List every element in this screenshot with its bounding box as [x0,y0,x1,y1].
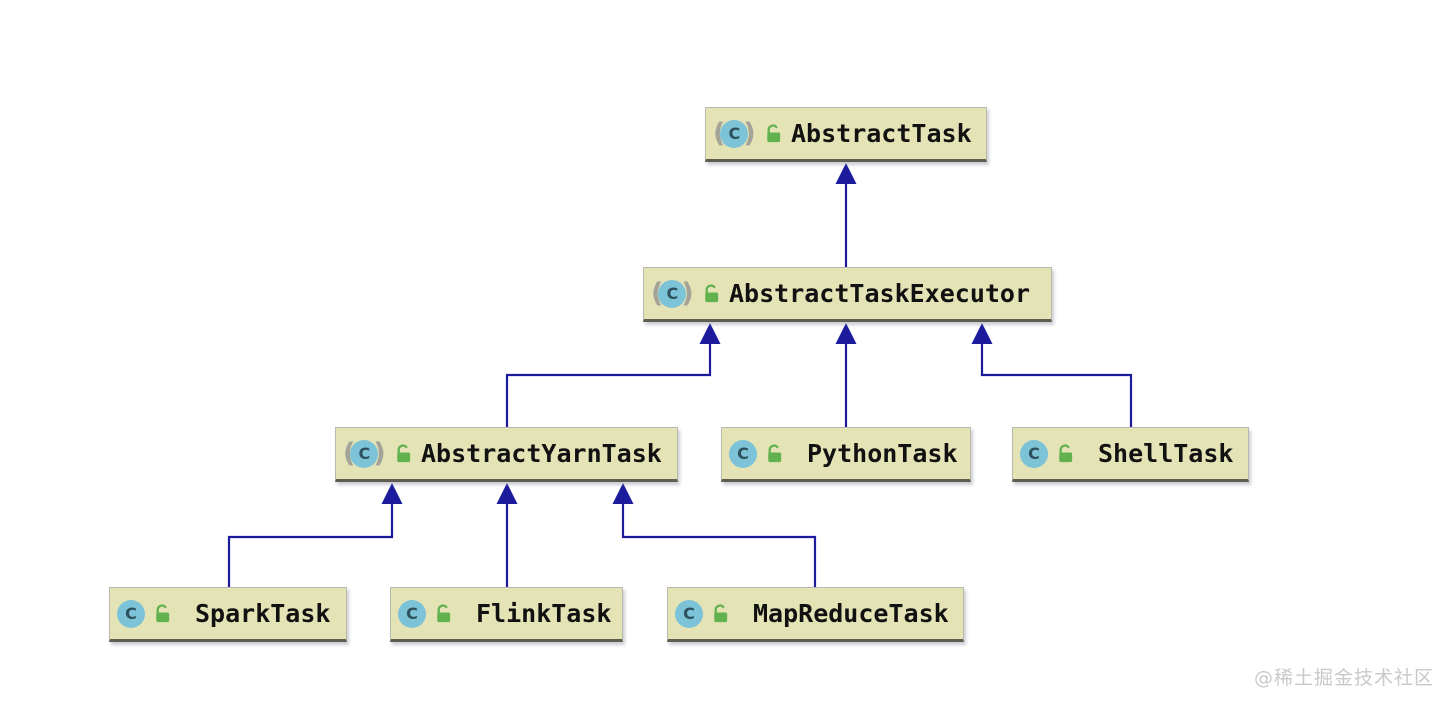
inheritance-edge-ShellTask-to-AbstractTaskExecutor [971,323,1133,427]
class-node-FlinkTask[interactable]: C FlinkTask [390,587,623,642]
class-icon-group: ( C ) [713,118,784,149]
inheritance-edge-AbstractYarnTask-to-AbstractTaskExecutor [505,323,721,427]
class-icon: C [1020,439,1048,468]
public-lock-icon [768,444,782,463]
public-lock-icon [1059,444,1073,463]
public-lock-icon [704,284,718,303]
class-icon-group: C [117,599,188,628]
class-icon-group: ( C ) [343,438,414,469]
class-icon: C [398,599,426,628]
class-name: SparkTask [195,599,331,628]
abstract-marker-close: ) [681,278,694,309]
class-icon: C [117,599,145,628]
class-name: AbstractTask [791,119,972,148]
class-node-ShellTask[interactable]: C ShellTask [1012,427,1249,482]
class-icon: C [729,439,757,468]
class-name: MapReduceTask [753,599,949,628]
class-node-AbstractTask[interactable]: ( C ) AbstractTask [705,107,987,162]
class-icon: C [720,119,749,148]
inheritance-edge-SparkTask-to-AbstractYarnTask [227,483,403,587]
class-icon: C [675,599,703,628]
abstract-marker-close: ) [373,438,386,469]
watermark: @稀土掘金技术社区 [1253,667,1434,689]
class-node-SparkTask[interactable]: C SparkTask [109,587,347,642]
public-lock-icon [714,604,728,623]
class-icon-group: C [1020,439,1091,468]
public-lock-icon [766,124,780,143]
public-lock-icon [396,444,410,463]
class-icon-group: ( C ) [651,278,722,309]
inheritance-edge-AbstractTaskExecutor-to-AbstractTask [835,163,857,267]
abstract-marker-close: ) [743,118,756,149]
public-lock-icon [156,604,170,623]
class-name: PythonTask [807,439,958,468]
inheritance-edge-MapReduceTask-to-AbstractYarnTask [612,483,817,587]
class-icon: C [658,279,687,308]
class-node-AbstractTaskExecutor[interactable]: ( C ) AbstractTaskExecutor [643,267,1052,322]
class-name: ShellTask [1098,439,1234,468]
class-name: AbstractYarnTask [421,439,662,468]
class-name: FlinkTask [476,599,612,628]
class-icon-group: C [675,599,746,628]
inheritance-edge-FlinkTask-to-AbstractYarnTask [496,483,518,587]
class-node-PythonTask[interactable]: C PythonTask [721,427,971,482]
class-node-MapReduceTask[interactable]: C MapReduceTask [667,587,964,642]
class-name: AbstractTaskExecutor [729,279,1031,308]
class-icon-group: C [398,599,469,628]
inheritance-edge-PythonTask-to-AbstractTaskExecutor [835,323,857,427]
class-node-AbstractYarnTask[interactable]: ( C ) AbstractYarnTask [335,427,678,482]
class-icon-group: C [729,439,800,468]
class-icon: C [350,439,379,468]
public-lock-icon [437,604,451,623]
